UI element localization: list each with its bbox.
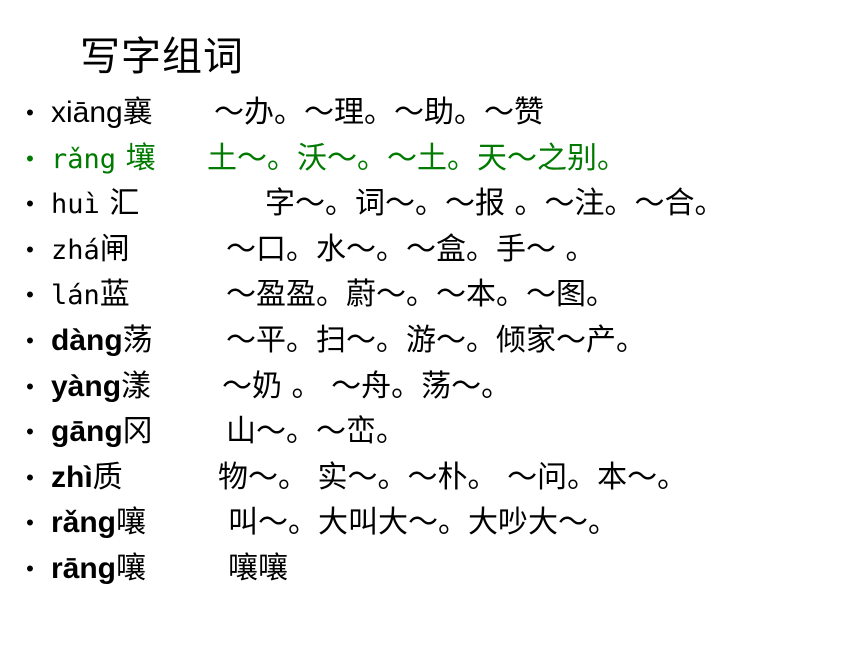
pinyin-text: gāng	[51, 415, 123, 449]
pinyin-text: lán	[51, 280, 100, 312]
pinyin-text: zhá	[51, 234, 100, 266]
bullet: •	[26, 191, 34, 217]
character: 壤	[116, 140, 156, 176]
pinyin: lán蓝	[51, 272, 130, 319]
pinyin: rāng嚷	[51, 546, 146, 592]
pinyin: zhì质	[51, 455, 123, 501]
word-examples: ～盈盈。蔚～。～本。～图。	[226, 277, 616, 313]
pinyin: rǎng 壤	[51, 136, 156, 183]
pinyin-text: huì	[51, 189, 100, 221]
word-examples: 山～。～峦。	[226, 414, 406, 450]
slide-title: 写字组词	[80, 34, 244, 80]
character: 质	[92, 459, 123, 495]
word-examples: 叫～。大叫大～。大吵大～。	[228, 505, 618, 541]
bullet: •	[26, 100, 34, 125]
word-examples: 土～。沃～。～土。天～之别。	[207, 140, 627, 176]
word-examples: ～口。水～。～盒。手～ 。	[226, 231, 596, 267]
character: 蓝	[99, 277, 130, 313]
character: 荡	[122, 322, 153, 358]
pinyin-text: rǎng	[51, 143, 117, 175]
word-examples: 物～。 实～。～朴。 ～问。本～。	[218, 459, 688, 495]
pinyin-text: zhì	[51, 460, 93, 494]
bullet: •	[26, 327, 34, 353]
word-examples: ～办。～理。～助。～赞	[214, 95, 544, 130]
bullet: •	[26, 373, 34, 399]
word-examples: 字～。词～。～报 。～注。～合。	[265, 186, 725, 222]
character: 汇	[99, 186, 140, 222]
bullet: •	[26, 236, 34, 262]
pinyin-text: yàng	[51, 369, 122, 403]
word-examples: 嚷嚷	[228, 550, 288, 586]
pinyin: rǎng嚷	[51, 500, 146, 546]
bullet: •	[26, 555, 34, 581]
character: 漾	[121, 368, 152, 404]
pinyin-text: rāng	[51, 551, 117, 585]
pinyin: zhá闸	[51, 227, 130, 274]
bullet: •	[26, 145, 34, 171]
bullet: •	[26, 510, 34, 536]
pinyin-text: xiāng	[51, 96, 123, 129]
pinyin-text: rǎng	[51, 506, 117, 540]
word-examples: ～奶 。 ～舟。荡～。	[222, 368, 512, 404]
bullet: •	[26, 464, 34, 490]
bullet: •	[26, 419, 34, 445]
character: 嚷	[116, 550, 147, 586]
word-examples: ～平。扫～。游～。倾家～产。	[226, 322, 646, 358]
character: 冈	[122, 414, 153, 450]
pinyin: xiāng襄	[51, 90, 153, 136]
pinyin: gāng冈	[51, 409, 153, 455]
pinyin: huì 汇	[51, 181, 139, 228]
character: 襄	[122, 95, 153, 130]
pinyin: yàng漾	[51, 364, 151, 410]
pinyin: dàng荡	[51, 318, 153, 364]
character: 嚷	[116, 505, 147, 541]
pinyin-text: dàng	[51, 323, 123, 357]
character: 闸	[99, 231, 130, 267]
bullet: •	[26, 282, 34, 308]
